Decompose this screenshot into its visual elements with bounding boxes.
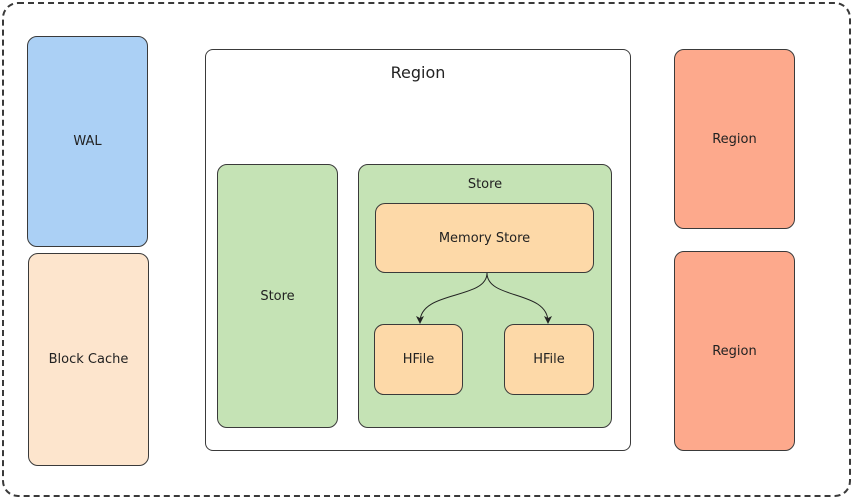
wal-label: WAL: [73, 134, 102, 149]
region-side-label-1: Region: [712, 131, 757, 147]
edge-memory-store-to-hfile-1: [416, 272, 488, 324]
hfile-label-1: HFile: [402, 352, 435, 367]
hfile-box-1: HFile: [374, 324, 463, 395]
block-cache-box: Block Cache: [28, 253, 149, 466]
block-cache-label: Block Cache: [48, 352, 129, 367]
region-side-label-2: Region: [712, 343, 757, 359]
hfile-label-2: HFile: [533, 352, 565, 367]
region-main-title: Region: [390, 63, 446, 82]
store-right-title: Store: [467, 177, 503, 192]
region-side-box-1: Region: [674, 49, 795, 229]
store-left-label: Store: [260, 288, 295, 304]
store-left-box: Store: [217, 164, 338, 428]
hfile-box-2: HFile: [504, 324, 594, 395]
edge-memory-store-to-hfile-2: [486, 272, 552, 324]
memory-store-label: Memory Store: [438, 230, 531, 246]
region-side-box-2: Region: [674, 251, 795, 451]
wal-box: WAL: [27, 36, 148, 247]
memory-store-box: Memory Store: [375, 203, 594, 273]
